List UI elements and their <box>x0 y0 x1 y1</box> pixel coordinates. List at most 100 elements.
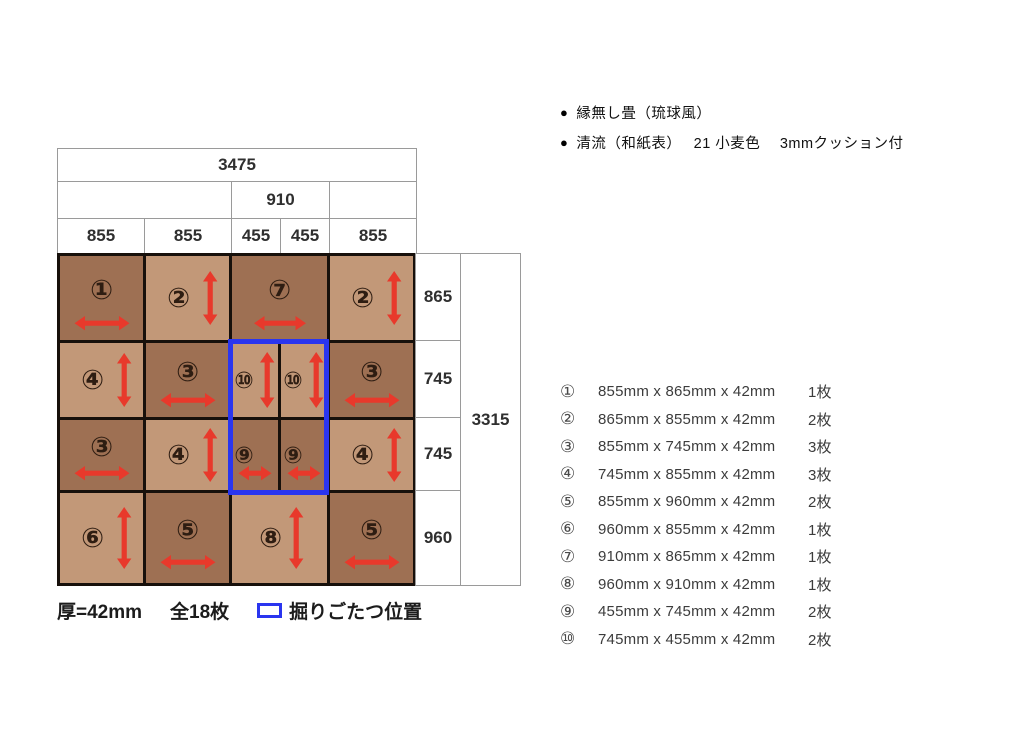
size-item-dimensions: 855mm x 745mm x 42mm <box>598 438 776 456</box>
size-item-dimensions: 745mm x 855mm x 42mm <box>598 465 776 483</box>
size-item-number: ① <box>560 381 576 401</box>
bullet-icon: ● <box>560 134 569 150</box>
tatami-cell-number: ⑤ <box>360 514 383 545</box>
tatami-cell: ③ <box>60 420 143 490</box>
tatami-cell-number: ⑩ <box>234 366 254 393</box>
tatami-cell-number: ④ <box>167 439 190 470</box>
size-item-dimensions: 855mm x 960mm x 42mm <box>598 493 776 511</box>
size-list-item: ④ 745mm x 855mm x 42mm 3枚 <box>560 461 832 489</box>
tatami-cell: ② <box>330 256 413 340</box>
size-item-number: ⑦ <box>560 546 576 566</box>
tatami-cell: ④ <box>60 343 143 417</box>
size-list-item: ⑤ 855mm x 960mm x 42mm 2枚 <box>560 488 832 516</box>
dimension-label-spacer <box>329 181 417 219</box>
tatami-cell-number: ⑥ <box>81 522 104 553</box>
tatami-cell: ① <box>60 256 143 340</box>
legend-thickness-label: 厚=42mm <box>57 602 143 623</box>
direction-arrow-vertical-icon <box>386 428 402 482</box>
size-item-count: 1枚 <box>808 549 832 567</box>
tatami-cell-number: ⑧ <box>259 522 282 553</box>
direction-arrow-horizontal-icon <box>238 465 272 481</box>
size-item-count: 2枚 <box>808 631 832 649</box>
dimension-label-row-3: 745 <box>415 417 461 491</box>
tatami-cell-number: ⑩ <box>283 366 303 393</box>
tatami-cell-number: ③ <box>90 431 113 462</box>
kotatsu-legend-icon <box>257 603 283 618</box>
legend-kotatsu-label: 掘りごたつ位置 <box>289 602 423 623</box>
direction-arrow-horizontal-icon <box>160 392 215 408</box>
tatami-cell: ④ <box>330 420 413 490</box>
spec-note-text: 清流（和紙表） 21 小麦色 3mmクッション付 <box>576 135 904 152</box>
spec-notes: ● 縁無し畳（琉球風） ● 清流（和紙表） 21 小麦色 3mmクッション付 <box>560 97 904 157</box>
direction-arrow-horizontal-icon <box>344 392 399 408</box>
tatami-cell-number: ② <box>351 282 374 313</box>
dimension-label-middle-width: 910 <box>231 181 330 219</box>
tatami-cell-number: ④ <box>351 439 374 470</box>
direction-arrow-vertical-icon <box>202 428 218 482</box>
direction-arrow-horizontal-icon <box>74 315 129 331</box>
dimension-label-row-1: 865 <box>415 253 461 341</box>
size-item-count: 1枚 <box>808 521 832 539</box>
size-item-number: ⑤ <box>560 491 576 511</box>
direction-arrow-vertical-icon <box>386 271 402 325</box>
size-item-count: 2枚 <box>808 494 832 512</box>
direction-arrow-vertical-icon <box>116 507 132 569</box>
tatami-cell-number: ② <box>167 282 190 313</box>
direction-arrow-vertical-icon <box>288 507 304 569</box>
size-item-number: ④ <box>560 464 576 484</box>
tatami-cell: ⑥ <box>60 493 143 583</box>
size-item-dimensions: 960mm x 855mm x 42mm <box>598 520 776 538</box>
tatami-cell-number: ③ <box>176 356 199 387</box>
tatami-cell-number: ⑦ <box>268 274 291 305</box>
legend: 厚=42mm 全18枚 掘りごたつ位置 <box>57 597 422 624</box>
size-item-number: ⑩ <box>560 629 576 649</box>
dimension-label-col-2: 855 <box>144 218 232 254</box>
size-item-dimensions: 865mm x 855mm x 42mm <box>598 410 776 428</box>
tatami-cell: ⑨ <box>281 420 327 490</box>
direction-arrow-vertical-icon <box>116 353 132 407</box>
spec-note-text: 縁無し畳（琉球風） <box>576 105 712 122</box>
tatami-cell-number: ⑨ <box>234 441 254 468</box>
tatami-cell: ④ <box>146 420 229 490</box>
size-item-dimensions: 960mm x 910mm x 42mm <box>598 575 776 593</box>
size-item-count: 3枚 <box>808 439 832 457</box>
direction-arrow-vertical-icon <box>308 352 324 408</box>
tatami-cell: ⑨ <box>232 420 278 490</box>
tatami-cell: ③ <box>330 343 413 417</box>
size-item-count: 2枚 <box>808 604 832 622</box>
bullet-icon: ● <box>560 104 569 120</box>
size-item-count: 1枚 <box>808 576 832 594</box>
tatami-cell-number: ③ <box>360 356 383 387</box>
tatami-cell: ⑩ <box>281 343 327 417</box>
tatami-cell-number: ⑤ <box>176 514 199 545</box>
tatami-cell: ⑦ <box>232 256 327 340</box>
direction-arrow-horizontal-icon <box>160 554 215 570</box>
dimension-label-spacer <box>57 181 232 219</box>
size-item-count: 2枚 <box>808 411 832 429</box>
tatami-cell-number: ⑨ <box>283 441 303 468</box>
size-item-dimensions: 455mm x 745mm x 42mm <box>598 603 776 621</box>
tatami-cell-number: ④ <box>81 364 104 395</box>
legend-total-count-label: 全18枚 <box>170 602 230 623</box>
size-item-count: 3枚 <box>808 466 832 484</box>
tatami-cell: ⑩ <box>232 343 278 417</box>
dimension-label-total-height: 3315 <box>460 253 521 586</box>
tatami-cell: ③ <box>146 343 229 417</box>
tatami-cell: ⑧ <box>232 493 327 583</box>
dimension-label-col-3: 455 <box>231 218 281 254</box>
dimension-label-row-4: 960 <box>415 490 461 586</box>
direction-arrow-vertical-icon <box>202 271 218 325</box>
size-item-dimensions: 855mm x 865mm x 42mm <box>598 383 776 401</box>
